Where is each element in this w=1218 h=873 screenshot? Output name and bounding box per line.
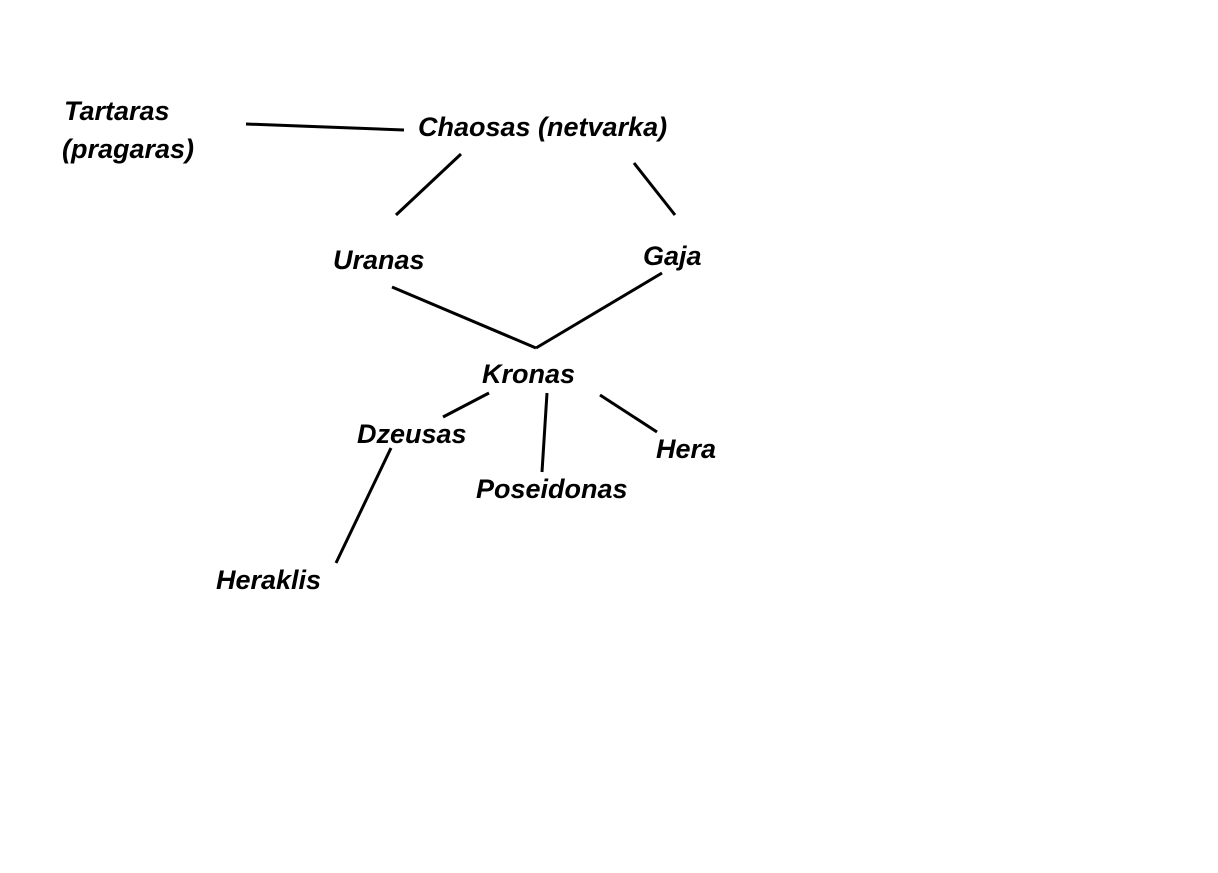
edge-kronas-hera (599, 393, 658, 434)
node-poseidonas: Poseidonas (476, 474, 628, 504)
node-heraklis: Heraklis (216, 565, 322, 595)
node-gaja: Gaja (643, 241, 702, 271)
edge-kronas-poseidonas (540, 392, 549, 473)
node-dzeusas: Dzeusas (357, 419, 467, 449)
edge-chaosas-uranas (394, 152, 463, 217)
node-chaosas: Chaosas (netvarka) (418, 112, 668, 142)
node-tartaras: Tartaras (64, 96, 170, 126)
edge-kronas-dzeusas (442, 391, 490, 419)
node-kronas: Kronas (482, 359, 576, 389)
node-hera: Hera (656, 434, 717, 464)
edge-gaja-kronas (535, 271, 663, 350)
edge-tartaras-chaosas (245, 122, 405, 132)
edge-uranas-kronas (391, 285, 537, 350)
edge-dzeusas-heraklis (334, 447, 393, 564)
edge-chaosas-gaja (632, 162, 677, 216)
node-uranas: Uranas (333, 245, 425, 275)
node-tartaras-subtitle: (pragaras) (62, 134, 195, 164)
